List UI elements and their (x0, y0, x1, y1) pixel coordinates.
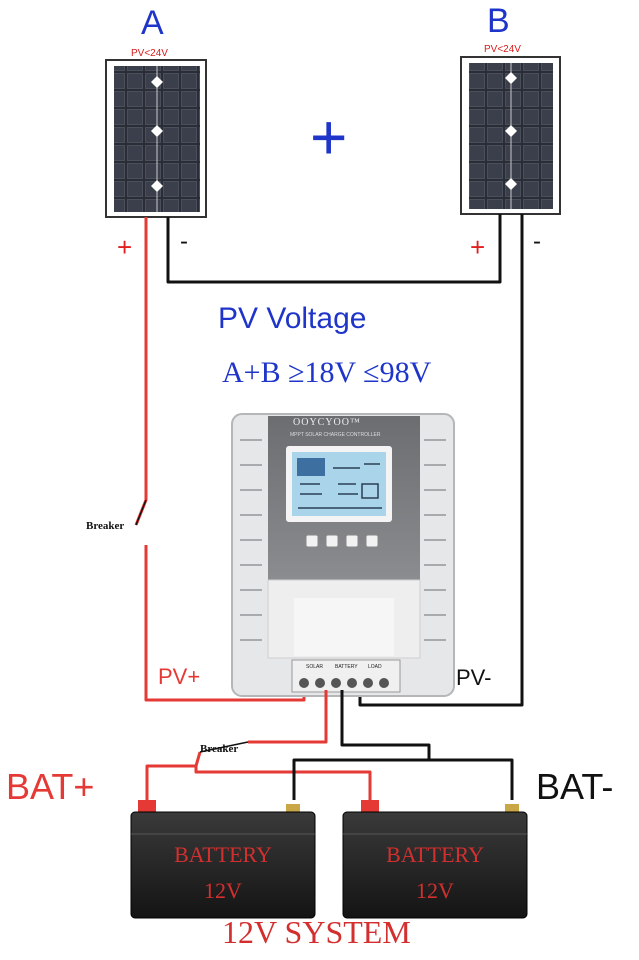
breaker-battery-label: Breaker (200, 743, 239, 755)
battery-1 (130, 800, 316, 919)
solar-panel-a (105, 59, 207, 218)
pv-plus-label: PV+ (158, 664, 201, 689)
bat-plus-label: BAT+ (6, 766, 95, 807)
controller-subtitle: MPPT SOLAR CHARGE CONTROLLER (290, 432, 381, 438)
solar-panel-b (460, 56, 561, 215)
breaker-battery (199, 741, 249, 753)
terminal-battery-label: BATTERY (335, 664, 358, 670)
battery-wiring (145, 690, 514, 800)
panel-b-plus: + (470, 232, 486, 262)
breaker-pv (135, 499, 147, 526)
panel-b-minus: - (533, 228, 541, 255)
bat-minus-label: BAT- (536, 766, 614, 807)
breaker-pv-label: Breaker (86, 520, 125, 532)
battery-1-label: BATTERY (174, 842, 272, 867)
panel-a-plus: + (117, 232, 133, 262)
battery-1-voltage: 12V (204, 878, 242, 903)
panel-a-rating: PV<24V (131, 48, 168, 59)
pv-voltage-title: PV Voltage (218, 302, 367, 335)
battery-2-voltage: 12V (416, 878, 454, 903)
panel-a-minus: - (180, 228, 188, 255)
system-label: 12V SYSTEM (222, 914, 411, 950)
terminal-load-label: LOAD (368, 664, 382, 670)
terminal-solar-label: SOLAR (306, 664, 323, 670)
pv-minus-label: PV- (456, 665, 492, 690)
charge-controller (231, 413, 455, 697)
panel-b-rating: PV<24V (484, 44, 521, 55)
battery-2-label: BATTERY (386, 842, 484, 867)
battery-2 (342, 800, 528, 919)
panel-b-letter: B (487, 2, 510, 40)
pv-voltage-range: A+B ≥18V ≤98V (222, 356, 432, 389)
controller-brand: OOYCYOO™ (293, 417, 361, 428)
panel-a-letter: A (141, 4, 164, 42)
series-plus-symbol: + (310, 101, 348, 173)
